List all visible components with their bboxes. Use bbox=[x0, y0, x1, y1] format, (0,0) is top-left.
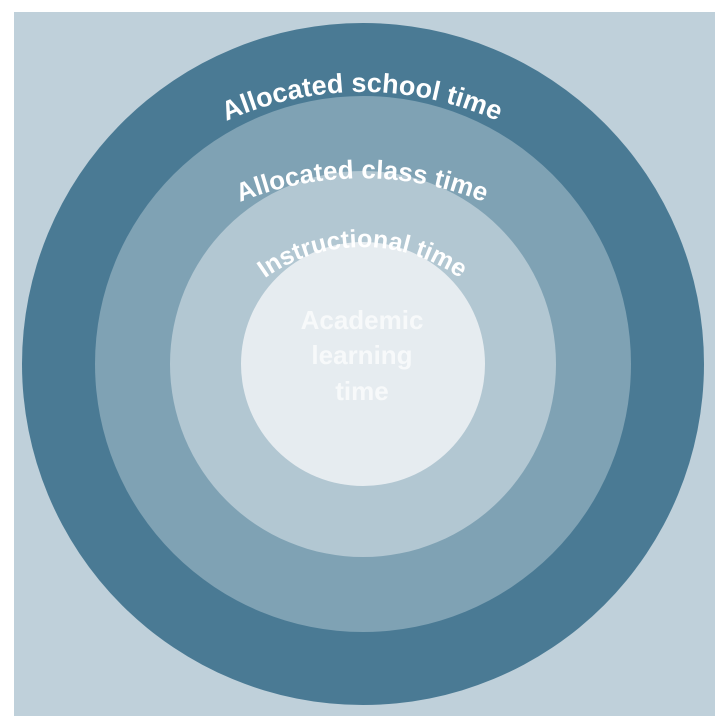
center-label-line-3: time bbox=[335, 376, 388, 406]
center-label-line-2: learning bbox=[311, 340, 412, 370]
circle-academic-learning-time bbox=[241, 242, 485, 486]
center-label-line-1: Academic bbox=[301, 305, 424, 335]
